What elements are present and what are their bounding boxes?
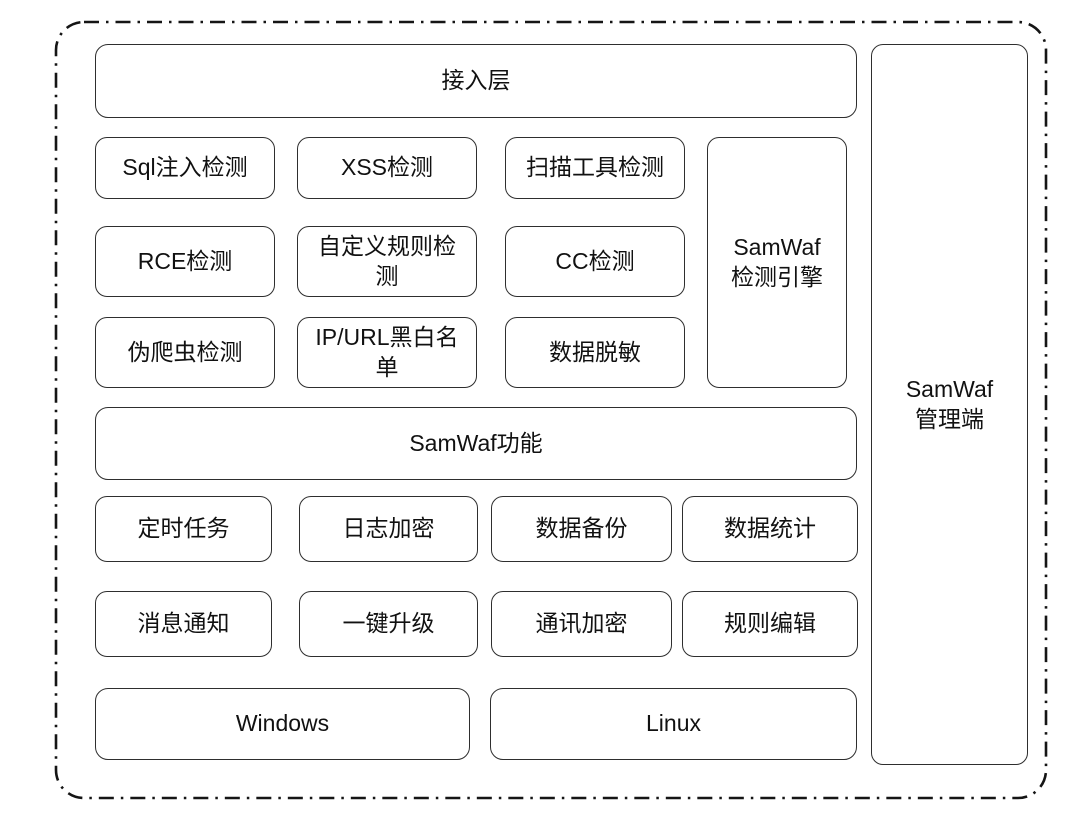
box-rule-editing: 规则编辑 <box>682 591 858 657</box>
box-data-backup: 数据备份 <box>491 496 672 562</box>
box-message-notification: 消息通知 <box>95 591 272 657</box>
box-label: XSS检测 <box>340 154 434 181</box>
detection-engine-label-line1: SamWaf <box>733 234 821 261</box>
platform-linux-box: Linux <box>490 688 857 760</box>
box-log-encryption: 日志加密 <box>299 496 478 562</box>
box-custom-rule-detection: 自定义规则检测 <box>297 226 477 297</box>
management-label-line1: SamWaf <box>905 376 994 403</box>
box-label: RCE检测 <box>137 247 233 274</box>
box-label: 日志加密 <box>342 515 435 542</box>
access-layer-label: 接入层 <box>441 67 511 94</box>
box-label: 一键升级 <box>342 610 435 637</box>
platform-label: Windows <box>235 710 330 737</box>
box-label: 扫描工具检测 <box>526 154 664 181</box>
detection-engine-label-line2: 检测引擎 <box>731 263 823 290</box>
box-xss-detection: XSS检测 <box>297 137 477 199</box>
box-ip-url-blacklist-whitelist: IP/URL黑白名单 <box>297 317 477 388</box>
box-communication-encryption: 通讯加密 <box>491 591 672 657</box>
function-layer-label: SamWaf功能 <box>409 429 543 456</box>
box-label: 伪爬虫检测 <box>127 338 243 365</box>
box-rce-detection: RCE检测 <box>95 226 275 297</box>
box-label: 数据脱敏 <box>549 338 641 365</box>
box-label: 通讯加密 <box>535 610 628 637</box>
box-fake-crawler-detection: 伪爬虫检测 <box>95 317 275 388</box>
box-data-statistics: 数据统计 <box>682 496 858 562</box>
box-label: 定时任务 <box>137 515 230 542</box>
box-scheduled-tasks: 定时任务 <box>95 496 272 562</box>
box-label: 消息通知 <box>137 610 230 637</box>
function-layer-box: SamWaf功能 <box>95 407 857 480</box>
box-label: 数据统计 <box>724 515 816 542</box>
box-label: CC检测 <box>555 247 635 274</box>
box-label: Sql注入检测 <box>122 154 248 181</box>
box-scanner-tool-detection: 扫描工具检测 <box>505 137 685 199</box>
box-label: 数据备份 <box>535 515 628 542</box>
management-label-line2: 管理端 <box>915 405 984 432</box>
box-sql-injection-detection: Sql注入检测 <box>95 137 275 199</box>
box-label: 自定义规则检测 <box>318 233 456 289</box>
box-label: 规则编辑 <box>724 610 816 637</box>
box-data-masking: 数据脱敏 <box>505 317 685 388</box>
access-layer-box: 接入层 <box>95 44 857 118</box>
box-cc-detection: CC检测 <box>505 226 685 297</box>
detection-engine-box: SamWaf 检测引擎 <box>707 137 847 388</box>
management-panel-box: SamWaf 管理端 <box>871 44 1028 765</box>
box-one-click-upgrade: 一键升级 <box>299 591 478 657</box>
box-label: IP/URL黑白名单 <box>315 324 459 380</box>
platform-windows-box: Windows <box>95 688 470 760</box>
platform-label: Linux <box>646 710 701 737</box>
